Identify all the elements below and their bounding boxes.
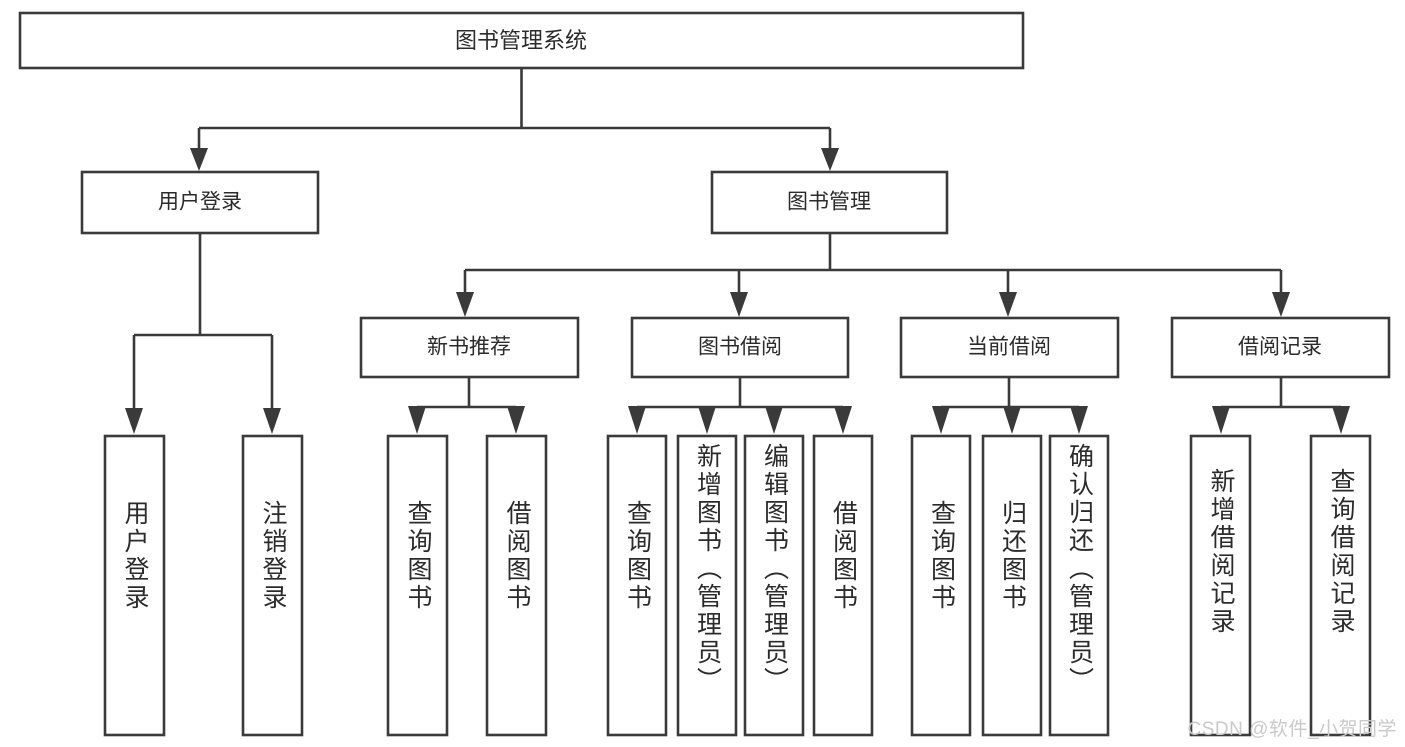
- arrow-cb-leaf1: [932, 406, 950, 434]
- leaf-box-query-book-3[interactable]: [910, 434, 972, 737]
- node-user-login-label: 用户登录: [158, 191, 242, 214]
- node-borrow-record-label: 借阅记录: [1238, 336, 1322, 359]
- arrow-bb-leaf3: [765, 406, 783, 434]
- leaf-box-query-book-1[interactable]: [386, 434, 449, 737]
- csdn-watermark: CSDN @软件_小贺同学: [1187, 719, 1397, 740]
- arrow-bb-leaf4: [834, 406, 852, 434]
- connector-group-root: [190, 68, 839, 171]
- arrow-br-leaf1: [1212, 406, 1230, 434]
- node-book-manage[interactable]: 图书管理: [710, 170, 949, 235]
- node-user-login-box[interactable]: [80, 170, 320, 235]
- leaf-box-query-book-2[interactable]: [606, 434, 668, 737]
- node-borrow-record[interactable]: 借阅记录: [1170, 316, 1391, 379]
- leaf-box-edit-book[interactable]: [743, 434, 805, 737]
- arrow-to-new-book-recommend: [456, 292, 474, 317]
- arrow-cb-leaf3: [1070, 406, 1088, 434]
- arrow-root-to-user-login: [190, 148, 208, 171]
- leaf-box-logout[interactable]: [241, 434, 304, 737]
- arrow-to-book-borrow: [730, 292, 748, 317]
- node-book-borrow-label: 图书借阅: [698, 336, 782, 359]
- arrow-to-borrow-record: [1272, 292, 1290, 317]
- node-current-borrow[interactable]: 当前借阅: [899, 316, 1120, 379]
- arrow-to-current-borrow: [999, 292, 1017, 317]
- node-new-book-recommend[interactable]: 新书推荐: [359, 316, 580, 379]
- arrow-nbr-leaf2: [507, 406, 525, 434]
- arrow-cb-leaf2: [1003, 406, 1021, 434]
- leaf-box-query-record[interactable]: [1309, 434, 1372, 737]
- leaf-boxes: [103, 434, 1372, 737]
- connector-group-borrow-record: [1212, 377, 1350, 434]
- arrow-root-to-book-manage: [821, 148, 839, 171]
- arrow-user-login-leaf2: [263, 408, 281, 434]
- node-root-label: 图书管理系统: [455, 28, 587, 53]
- node-book-borrow[interactable]: 图书借阅: [630, 316, 850, 379]
- connector-group-book-manage: [456, 233, 1290, 317]
- arrow-bb-leaf2: [698, 406, 716, 434]
- node-book-manage-label: 图书管理: [787, 191, 871, 214]
- node-new-book-recommend-box[interactable]: [359, 316, 580, 379]
- leaf-box-add-record[interactable]: [1189, 434, 1252, 737]
- arrow-br-leaf2: [1332, 406, 1350, 434]
- arrow-user-login-leaf1: [125, 408, 143, 434]
- node-current-borrow-label: 当前借阅: [967, 336, 1051, 359]
- node-book-borrow-box[interactable]: [630, 316, 850, 379]
- node-new-book-recommend-label: 新书推荐: [427, 336, 511, 359]
- connector-group-current-borrow: [932, 377, 1088, 434]
- node-book-manage-box[interactable]: [710, 170, 949, 235]
- connector-group-new-book-recommend: [408, 377, 525, 434]
- connector-group-user-login: [125, 233, 281, 434]
- connector-group-book-borrow: [628, 377, 852, 434]
- arrow-nbr-leaf1: [408, 406, 426, 434]
- node-current-borrow-box[interactable]: [899, 316, 1120, 379]
- leaf-box-borrow-book-1[interactable]: [485, 434, 548, 737]
- leaf-box-borrow-book-2[interactable]: [812, 434, 874, 737]
- leaf-box-return-book[interactable]: [981, 434, 1043, 737]
- node-user-login[interactable]: 用户登录: [80, 170, 320, 235]
- node-root[interactable]: 图书管理系统: [18, 11, 1025, 70]
- arrow-bb-leaf1: [628, 406, 646, 434]
- leaf-box-confirm-return[interactable]: [1048, 434, 1110, 737]
- leaf-box-user-login[interactable]: [103, 434, 166, 737]
- node-root-box[interactable]: [18, 11, 1025, 70]
- node-borrow-record-box[interactable]: [1170, 316, 1391, 379]
- leaf-box-add-book[interactable]: [676, 434, 738, 737]
